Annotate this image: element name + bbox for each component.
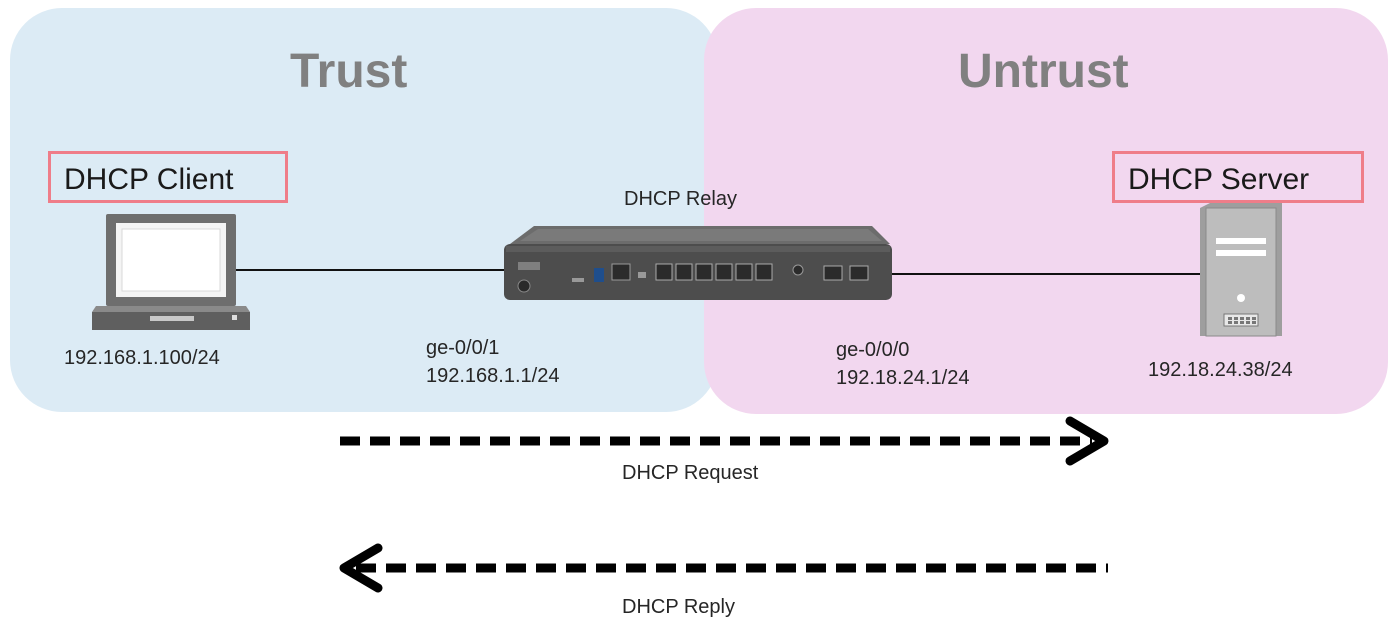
laptop-icon — [92, 214, 250, 330]
trust-zone — [10, 8, 718, 412]
untrust-interface-label: ge-0/0/0 192.18.24.1/24 — [836, 336, 969, 392]
trust-interface-label: ge-0/0/1 192.168.1.1/24 — [426, 334, 559, 390]
server-icon — [1200, 202, 1282, 337]
dhcp-reply-arrow — [339, 543, 1108, 593]
untrust-interface-name: ge-0/0/0 — [836, 339, 910, 361]
trust-zone-title: Trust — [290, 45, 408, 98]
dhcp-server-label: DHCP Server — [1112, 151, 1364, 203]
untrust-interface-ip: 192.18.24.1/24 — [836, 367, 970, 389]
dhcp-relay-label: DHCP Relay — [624, 188, 737, 210]
server-ip-label: 192.18.24.38/24 — [1148, 359, 1293, 381]
trust-interface-name: ge-0/0/1 — [426, 337, 500, 359]
untrust-zone-title: Untrust — [958, 45, 1129, 98]
dhcp-client-label: DHCP Client — [48, 151, 288, 203]
dhcp-request-label: DHCP Request — [622, 462, 759, 484]
trust-interface-ip: 192.168.1.1/24 — [426, 365, 560, 387]
client-ip-label: 192.168.1.100/24 — [64, 347, 220, 369]
dhcp-request-arrow — [340, 416, 1109, 466]
dhcp-reply-label: DHCP Reply — [622, 596, 735, 618]
firewall-icon — [504, 226, 892, 300]
